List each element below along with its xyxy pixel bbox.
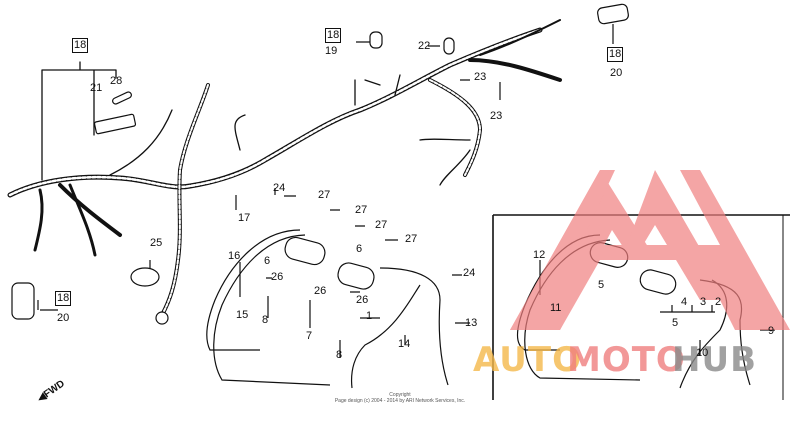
callout-2[interactable]: 2 [715, 296, 722, 308]
ref-box-18[interactable]: 18 [55, 291, 72, 306]
callout-6[interactable]: 6 [356, 243, 363, 255]
ref-box-18[interactable]: 18 [607, 47, 624, 62]
callout-26[interactable]: 26 [314, 285, 327, 297]
callout-25[interactable]: 25 [150, 237, 163, 249]
callout-13[interactable]: 13 [465, 317, 478, 329]
callout-5[interactable]: 5 [672, 317, 679, 329]
callout-8[interactable]: 8 [262, 314, 269, 326]
callout-11[interactable]: 11 [550, 302, 562, 314]
callout-27[interactable]: 27 [405, 233, 418, 245]
ref-box-18[interactable]: 18 [325, 28, 342, 43]
callout-27[interactable]: 27 [375, 219, 388, 231]
watermark-auto: AUTO [473, 340, 582, 380]
callout-16[interactable]: 16 [228, 250, 241, 262]
callout-20[interactable]: 20 [57, 312, 70, 324]
callout-5[interactable]: 5 [598, 279, 605, 291]
ref-box-18[interactable]: 18 [72, 38, 89, 53]
callout-19[interactable]: 19 [325, 45, 338, 57]
copyright-line1: Copyright [389, 392, 411, 398]
callout-21[interactable]: 21 [90, 82, 103, 94]
callout-23[interactable]: 23 [474, 71, 487, 83]
callout-26[interactable]: 26 [356, 294, 369, 306]
callout-8[interactable]: 8 [336, 349, 343, 361]
callout-14[interactable]: 14 [398, 338, 411, 350]
copyright: Copyright Page design (c) 2004 - 2014 by… [300, 392, 500, 404]
watermark-moto: MOTO [567, 340, 686, 380]
callout-15[interactable]: 15 [236, 309, 249, 321]
callout-17[interactable]: 17 [238, 212, 251, 224]
callout-3[interactable]: 3 [700, 296, 707, 308]
callout-12[interactable]: 12 [533, 249, 546, 261]
callout-26[interactable]: 26 [271, 271, 284, 283]
callout-28[interactable]: 28 [110, 75, 123, 87]
callout-20[interactable]: 20 [610, 67, 623, 79]
callout-7[interactable]: 7 [306, 330, 313, 342]
callout-23[interactable]: 23 [490, 110, 503, 122]
callout-22[interactable]: 22 [418, 40, 431, 52]
callout-9[interactable]: 9 [768, 325, 775, 337]
callout-27[interactable]: 27 [355, 204, 368, 216]
callout-27[interactable]: 27 [318, 189, 331, 201]
callout-10[interactable]: 10 [696, 347, 709, 359]
callout-24[interactable]: 24 [273, 182, 286, 194]
callout-6[interactable]: 6 [264, 255, 271, 267]
callout-4[interactable]: 4 [681, 296, 688, 308]
copyright-line2: Page design (c) 2004 - 2014 by ARI Netwo… [334, 398, 466, 404]
callout-24[interactable]: 24 [463, 267, 476, 279]
callout-1[interactable]: 1 [366, 310, 373, 322]
watermark-hub: HUB [672, 340, 757, 380]
